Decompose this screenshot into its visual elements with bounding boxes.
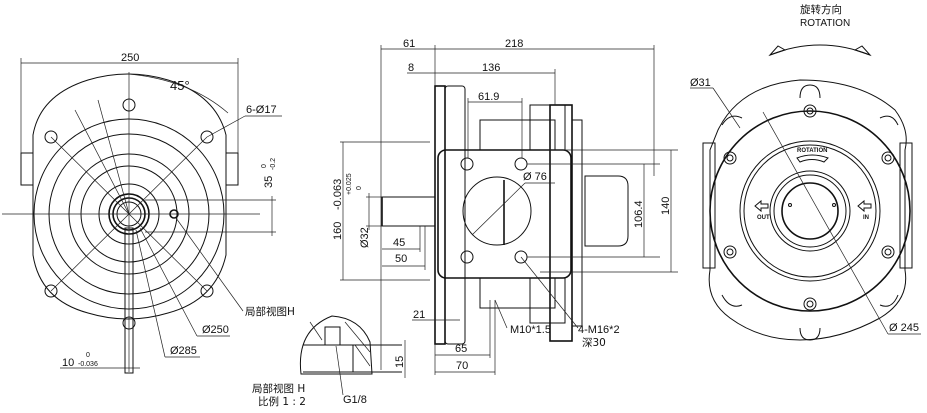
bolt-hole <box>200 130 214 144</box>
key-slot <box>124 227 134 374</box>
port-plate <box>437 149 572 279</box>
dim-136: 136 <box>482 62 500 74</box>
detail-callout: 局部视图H <box>245 305 295 318</box>
output-shaft <box>381 196 436 227</box>
rotation-cn: 旋转方向 <box>800 3 842 16</box>
bolt-hole <box>44 130 58 144</box>
hole-dia-dim: Ø31 <box>690 77 711 89</box>
dim-70: 70 <box>456 360 468 372</box>
out-arrow-icon <box>754 199 769 213</box>
thread-m16: 4-M16*2 <box>578 324 620 336</box>
svg-text:0: 0 <box>356 186 363 190</box>
dim-106-4: 106.4 <box>633 200 645 228</box>
dim-218: 218 <box>505 38 523 50</box>
svg-text:0: 0 <box>261 164 268 168</box>
dim-61-9: 61.9 <box>478 91 499 103</box>
inlet-bore <box>781 182 839 240</box>
bolt-hole <box>44 284 58 298</box>
outer-dia-dim: Ø 245 <box>889 322 919 334</box>
flange <box>434 85 446 345</box>
housing-outline <box>32 73 227 320</box>
key-width-dim: 10 <box>62 357 74 369</box>
thread-label: G1/8 <box>343 394 367 406</box>
bolt-hole <box>200 284 214 298</box>
svg-text:-0.2: -0.2 <box>270 158 277 170</box>
detail-title: 局部视图 H <box>252 382 305 395</box>
svg-text:-0.036: -0.036 <box>78 361 98 368</box>
side-view: 61 218 8 136 61.9 160 -0.063 +0.025 0 Ø3… <box>332 38 678 375</box>
angle-dim: 45° <box>170 78 190 93</box>
depth-dim: 15 <box>394 356 406 368</box>
dim-140: 140 <box>660 197 672 215</box>
detail-section <box>299 315 373 375</box>
rotation-en: ROTATION <box>800 18 850 29</box>
detail-view-h: 15 G1/8 局部视图 H 比例 1 : 2 <box>252 315 406 408</box>
detail-scale: 比例 1 : 2 <box>258 395 306 408</box>
motor-cap <box>584 175 629 247</box>
rear-flange-circle <box>709 110 911 312</box>
rear-housing <box>708 79 907 341</box>
front-view: 250 45° 6-Ø17 35 0 -0.2 局部视图H Ø250 Ø285 … <box>2 52 295 374</box>
thread-m10: M10*1.5 <box>510 324 551 336</box>
port-circle <box>462 176 532 246</box>
dim-61: 61 <box>403 38 415 50</box>
thread-m16-depth: 深30 <box>582 337 606 349</box>
dim-8: 8 <box>408 62 414 74</box>
left-lug <box>20 152 34 186</box>
plate-rotation-arrow-icon <box>796 154 829 163</box>
dim-21: 21 <box>413 309 425 321</box>
pilot-dia-dim: 160 <box>332 222 344 240</box>
svg-text:0: 0 <box>86 352 90 359</box>
in-arrow-icon <box>857 199 872 213</box>
in-label: IN <box>863 215 869 221</box>
width-dim: 250 <box>121 52 139 64</box>
port-dia-dim: Ø 76 <box>523 171 547 183</box>
dim-45: 45 <box>393 237 405 249</box>
dim-65: 65 <box>455 343 467 355</box>
svg-text:+0.025: +0.025 <box>346 173 353 195</box>
svg-text:-0.063: -0.063 <box>332 179 344 210</box>
bolt-circle-dim: Ø250 <box>202 324 229 336</box>
holes-dim: 6-Ø17 <box>246 104 277 116</box>
rear-view: 旋转方向 ROTATION ROTATION OUT <box>690 3 921 341</box>
shaft-dia-dim: Ø32 <box>359 227 371 248</box>
right-lug <box>225 152 239 186</box>
outer-circle-dim: Ø285 <box>170 345 197 357</box>
dim-50: 50 <box>395 253 407 265</box>
out-label: OUT <box>757 215 770 221</box>
keyway-height-dim: 35 <box>263 176 275 188</box>
plate-rotation: ROTATION <box>797 148 827 154</box>
